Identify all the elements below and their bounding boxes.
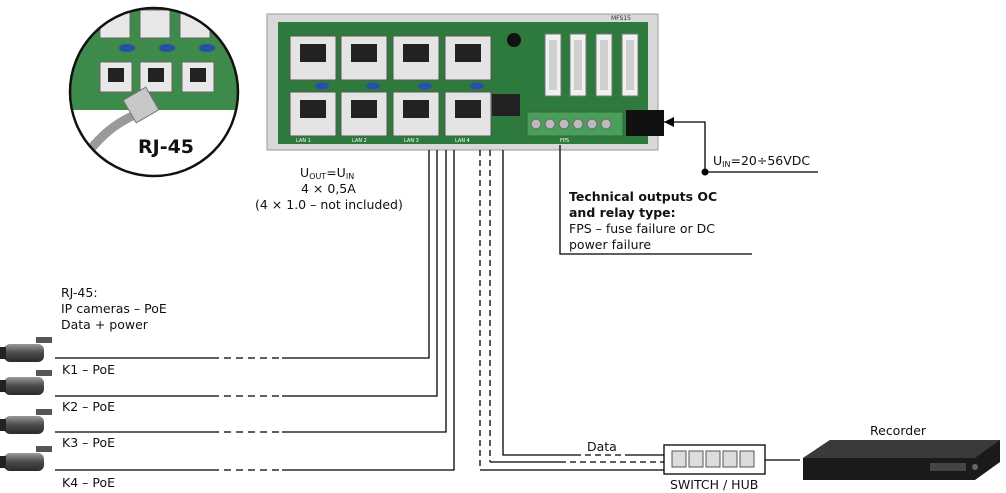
camera-k4-icon bbox=[0, 446, 52, 471]
technical-outputs-subtitle: and relay type: bbox=[569, 205, 676, 220]
power-input-wire bbox=[664, 121, 818, 173]
data-label: Data bbox=[587, 439, 617, 454]
fps-terminal-label: FPS bbox=[560, 138, 569, 144]
wiring bbox=[55, 117, 818, 471]
board-model: MFS15 bbox=[611, 15, 631, 22]
switch-hub-icon bbox=[663, 444, 766, 475]
camera-k4-label: K4 – PoE bbox=[62, 475, 115, 490]
switch-hub-label: SWITCH / HUB bbox=[670, 477, 759, 492]
output-note-label: (4 × 1.0 – not included) bbox=[255, 197, 403, 212]
cameras-info-line2: IP cameras – PoE bbox=[61, 301, 167, 316]
lan4-label: LAN 4 bbox=[455, 138, 470, 144]
technical-outputs-line4: power failure bbox=[569, 237, 652, 252]
poe-switch-board: MFS15 LAN 1 LAN 2 LAN 3 LAN 4 FPS bbox=[266, 13, 664, 151]
cameras-info-line1: RJ-45: bbox=[61, 285, 98, 300]
rj45-inset-label: RJ-45 bbox=[138, 136, 195, 158]
camera-k3-icon bbox=[0, 409, 52, 434]
lan2-label: LAN 2 bbox=[352, 138, 367, 144]
output-current-label: 4 × 0,5A bbox=[301, 181, 356, 196]
junction-dot bbox=[701, 168, 709, 176]
camera-k2-icon bbox=[0, 370, 52, 395]
camera-k3-label: K3 – PoE bbox=[62, 435, 115, 450]
camera-k1-icon bbox=[0, 337, 52, 362]
camera-k2-label: K2 – PoE bbox=[62, 399, 115, 414]
camera-k1-label: K1 – PoE bbox=[62, 362, 115, 377]
technical-outputs-title: Technical outputs OC bbox=[569, 189, 718, 204]
lan3-label: LAN 3 bbox=[404, 138, 419, 144]
technical-output-wire bbox=[559, 145, 752, 255]
lan1-label: LAN 1 bbox=[296, 138, 311, 144]
recorder-label: Recorder bbox=[870, 423, 927, 438]
technical-outputs-line3: FPS – fuse failure or DC bbox=[569, 221, 715, 236]
recorder-icon bbox=[803, 440, 1000, 480]
cameras-info-line3: Data + power bbox=[61, 317, 148, 332]
input-voltage-label: UIN=20÷56VDC bbox=[713, 153, 811, 169]
output-voltage-label: UOUT=UIN bbox=[300, 165, 355, 181]
